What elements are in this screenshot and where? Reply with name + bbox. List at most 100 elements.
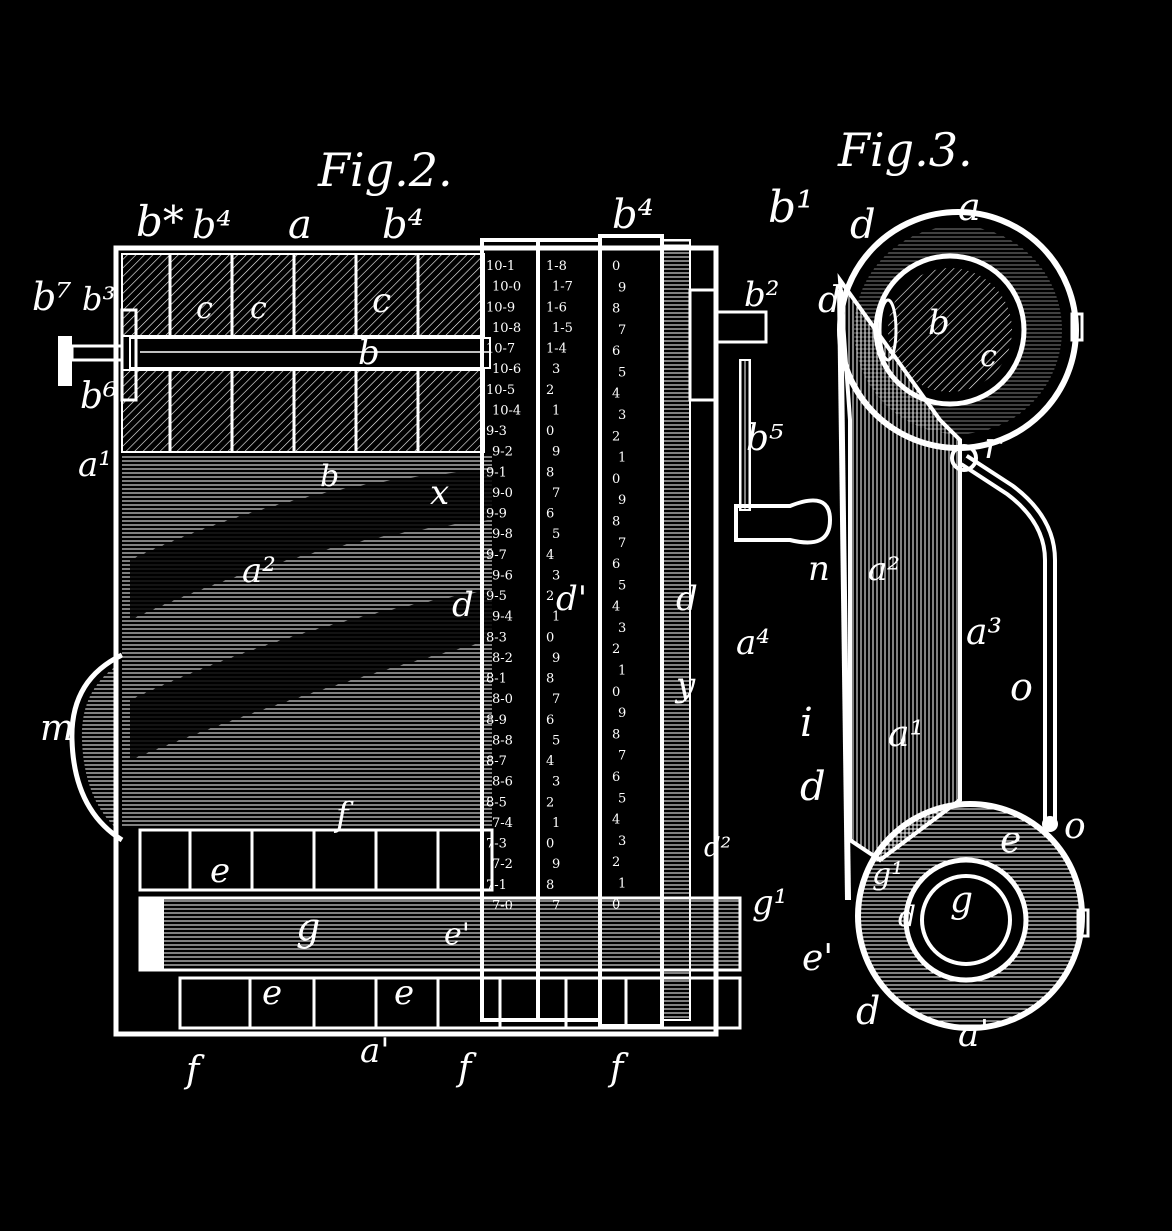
col1-value: 9-5 bbox=[486, 589, 507, 604]
col3-value: 9 bbox=[618, 706, 626, 721]
col1-value: 8-3 bbox=[486, 630, 507, 645]
col1-value: 8-6 bbox=[492, 775, 513, 790]
col3-value: 3 bbox=[618, 408, 626, 423]
col1-value: 9-8 bbox=[492, 527, 513, 542]
col2-value: 1 bbox=[552, 403, 560, 418]
col1-value: 8-2 bbox=[492, 651, 513, 666]
col2-value: 3 bbox=[552, 568, 560, 583]
fig3-label-e: e bbox=[1000, 820, 1021, 861]
fig3-label-o-end: o bbox=[1064, 806, 1086, 847]
col1-value: 8-0 bbox=[492, 692, 513, 707]
fig2-right-hardware bbox=[688, 288, 833, 545]
col3-value: 8 bbox=[612, 514, 620, 529]
label-d1: d bbox=[452, 585, 474, 625]
fig2-shaft bbox=[129, 337, 491, 369]
col3-value: 6 bbox=[612, 770, 620, 785]
col3-value: 9 bbox=[618, 280, 626, 295]
col1-value: 8-1 bbox=[486, 672, 507, 687]
col2-value: 6 bbox=[546, 713, 554, 728]
fig3-label-b-hub: b bbox=[928, 303, 950, 343]
fig3-label-d-bottom: d bbox=[856, 989, 880, 1033]
label-e-upper: e bbox=[210, 851, 230, 891]
col1-value: 10-0 bbox=[492, 280, 521, 295]
col3-value: 1 bbox=[618, 451, 626, 466]
label-f-left: f bbox=[183, 1050, 205, 1091]
col2-value: 1-5 bbox=[552, 321, 573, 336]
col2-value: 6 bbox=[546, 507, 554, 522]
label-e-prime: e' bbox=[444, 917, 470, 952]
col3-value: 6 bbox=[612, 344, 620, 359]
label-b5: b⁵ bbox=[746, 418, 783, 459]
label-d2-lower: d² bbox=[704, 833, 731, 863]
col2-value: 3 bbox=[552, 362, 560, 377]
col2-value: 7 bbox=[552, 898, 560, 913]
col3-value: 6 bbox=[612, 557, 620, 572]
col1-value: 9-9 bbox=[486, 507, 507, 522]
label-b2: b² bbox=[744, 275, 779, 315]
fig2-shadow-band-2 bbox=[130, 590, 492, 760]
col2-value: 8 bbox=[546, 672, 554, 687]
col2-value: 3 bbox=[552, 775, 560, 790]
fig2-left-knob bbox=[58, 308, 138, 402]
col2-value: 2 bbox=[546, 795, 554, 810]
label-m: m bbox=[40, 708, 74, 749]
col3-value: 8 bbox=[612, 302, 620, 317]
fig2-top-cells bbox=[121, 253, 485, 337]
col3-value: 8 bbox=[612, 727, 620, 742]
col2-value: 1 bbox=[552, 816, 560, 831]
label-x: x bbox=[430, 473, 449, 513]
fig3-label-g: g bbox=[950, 880, 973, 921]
col2-value: 1-8 bbox=[546, 259, 567, 274]
col2-value: 2 bbox=[546, 383, 554, 398]
label-b4-right: b⁴ bbox=[612, 192, 654, 238]
col3-value: 7 bbox=[618, 749, 626, 764]
fig3-label-d-mid: d bbox=[800, 764, 826, 810]
fig3-label-a1-bottom: a' bbox=[958, 1014, 989, 1055]
col3-value: 7 bbox=[618, 536, 626, 551]
col3-value: 5 bbox=[618, 791, 626, 806]
col1-value: 10-6 bbox=[492, 362, 521, 377]
col1-value: 9-7 bbox=[486, 548, 507, 563]
col3-value: 4 bbox=[612, 387, 620, 402]
label-g1: g¹ bbox=[752, 883, 787, 923]
col3-value: 2 bbox=[612, 642, 620, 657]
fig2-column-1: 10-110-010-910-810-710-610-510-49-39-29-… bbox=[486, 259, 521, 913]
fig3-label-d-prime: d' bbox=[818, 280, 851, 321]
col1-value: 10-4 bbox=[492, 403, 521, 418]
fig2-roller-g bbox=[138, 896, 742, 972]
figure-2: Fig.2. bbox=[32, 143, 833, 1091]
col3-value: 1 bbox=[618, 876, 626, 891]
col2-value: 4 bbox=[546, 548, 554, 563]
label-a4: a⁴ bbox=[736, 623, 770, 663]
label-b-shaft: b bbox=[358, 333, 380, 373]
col1-value: 9-4 bbox=[492, 610, 513, 625]
col1-value: 8-9 bbox=[486, 713, 507, 728]
col2-value: 7 bbox=[552, 692, 560, 707]
col3-value: 0 bbox=[612, 685, 620, 700]
fig3-label-e-prime: e' bbox=[802, 938, 833, 979]
col2-value: 5 bbox=[552, 733, 560, 748]
fig3-label-o-arm: o bbox=[1010, 665, 1033, 709]
label-f-right: f bbox=[607, 1048, 629, 1089]
col1-value: 9-1 bbox=[486, 465, 507, 480]
col3-value: 2 bbox=[612, 429, 620, 444]
col1-value: 7-3 bbox=[486, 837, 507, 852]
col2-value: 1 bbox=[552, 610, 560, 625]
col3-value: 9 bbox=[618, 493, 626, 508]
label-b-lower: b bbox=[320, 459, 339, 494]
label-b1-top: b¹ bbox=[768, 182, 814, 233]
col1-value: 9-6 bbox=[492, 568, 513, 583]
fig2-m-bulge bbox=[69, 652, 124, 843]
col2-value: 0 bbox=[546, 837, 554, 852]
col2-value: 0 bbox=[546, 630, 554, 645]
fig3-top-hub bbox=[888, 268, 1012, 392]
fig2-number-strips bbox=[480, 234, 691, 1028]
fig2-column-2: 1-81-71-61-51-43210987654321098765432109… bbox=[546, 259, 573, 913]
col2-value: 9 bbox=[552, 445, 560, 460]
col3-value: 5 bbox=[618, 578, 626, 593]
col2-value: 1-7 bbox=[552, 280, 573, 295]
fig3-label-d-top: d bbox=[850, 202, 876, 248]
col3-value: 4 bbox=[612, 813, 620, 828]
col3-value: 5 bbox=[618, 365, 626, 380]
fig3-title: Fig.3. bbox=[837, 123, 973, 177]
